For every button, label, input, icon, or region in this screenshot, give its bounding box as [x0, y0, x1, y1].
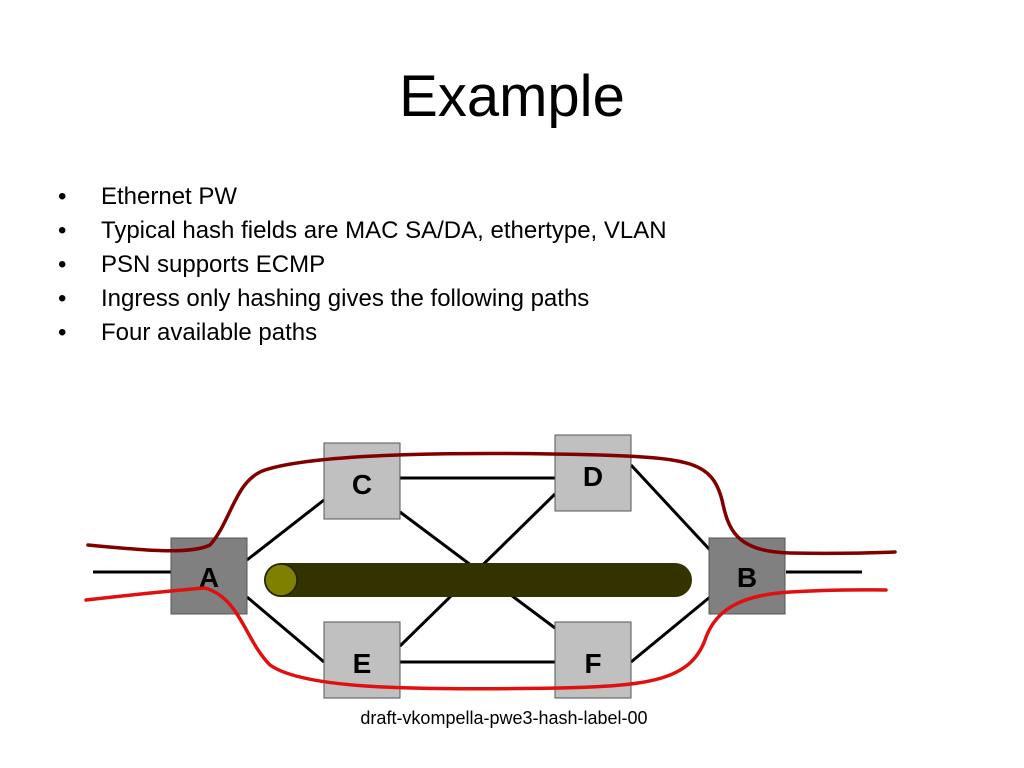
bullet-item: • Ingress only hashing gives the followin… — [58, 282, 667, 316]
bullet-mark: • — [58, 251, 67, 278]
bullet-text: Four available paths — [101, 319, 318, 346]
footer-source: draft-vkompella-pwe3-hash-label-00 — [360, 708, 648, 728]
hash-traffic-pipe-cap — [264, 563, 298, 597]
bullet-text: PSN supports ECMP — [101, 251, 326, 278]
node-f-label: F — [584, 648, 601, 679]
bullet-mark: • — [58, 183, 67, 210]
node-c-label: C — [352, 469, 372, 500]
bullet-text: Ethernet PW — [101, 183, 238, 210]
bullet-item: • Four available paths — [58, 316, 667, 350]
bullet-text: Typical hash fields are MAC SA/DA, ether… — [101, 217, 667, 244]
hash-traffic-pipe — [264, 563, 692, 597]
link-d-b — [629, 463, 712, 552]
bullet-item: • Typical hash fields are MAC SA/DA, ethe… — [58, 214, 667, 248]
node-b: B — [708, 537, 786, 615]
bullet-item: • PSN supports ECMP — [58, 248, 667, 282]
bullet-text: Ingress only hashing gives the following… — [101, 285, 590, 312]
node-d: D — [554, 434, 632, 512]
node-e-label: E — [353, 648, 372, 679]
link-a-e — [246, 595, 325, 664]
bullet-item: • Ethernet PW — [58, 180, 667, 214]
bullet-mark: • — [58, 285, 67, 312]
node-a-label: A — [199, 562, 219, 593]
link-a-c — [246, 498, 325, 562]
node-b-label: B — [737, 562, 757, 593]
bullet-mark: • — [58, 319, 67, 346]
path-upper — [86, 451, 897, 556]
slide-title: Example — [399, 64, 625, 129]
path-lower — [84, 586, 888, 691]
link-f-b — [630, 595, 711, 664]
bullet-mark: • — [58, 217, 67, 244]
bullet-list: • Ethernet PW • Typical hash fields are MA… — [58, 180, 667, 350]
node-d-label: D — [583, 461, 603, 492]
